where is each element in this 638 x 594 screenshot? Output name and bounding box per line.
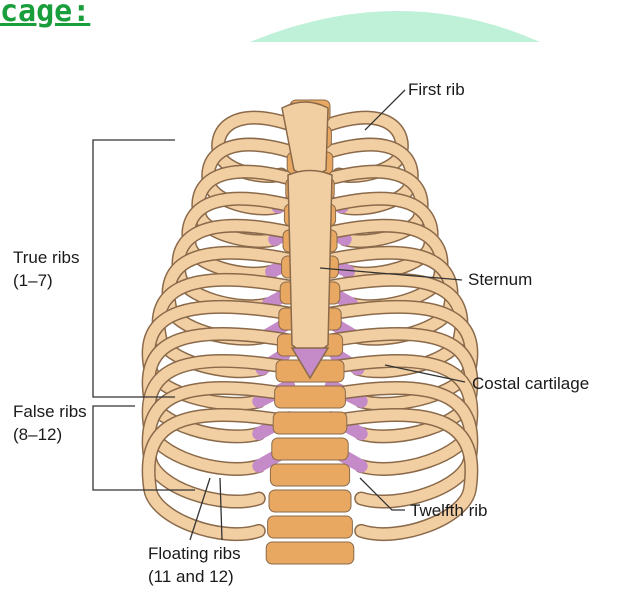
vertebra <box>273 412 347 434</box>
sternum-label: Sternum <box>468 269 532 291</box>
false-ribs-range: (8–12) <box>13 424 62 446</box>
true-ribs-label: True ribs <box>13 247 79 269</box>
false-ribs-label: False ribs <box>13 401 87 423</box>
vertebra <box>268 516 353 538</box>
twelfth-rib-label: Twelfth rib <box>410 500 487 522</box>
vertebra <box>269 490 351 512</box>
vertebra <box>272 438 348 460</box>
costal-cartilage-label: Costal cartilage <box>472 373 589 395</box>
vertebra <box>270 464 349 486</box>
vertebra <box>275 386 346 408</box>
floating-ribs-label: Floating ribs <box>148 543 241 565</box>
first-rib-label: First rib <box>408 79 465 101</box>
vertebra <box>266 542 354 564</box>
true-ribs-range: (1–7) <box>13 270 53 292</box>
floating-ribs-range: (11 and 12) <box>148 566 234 588</box>
